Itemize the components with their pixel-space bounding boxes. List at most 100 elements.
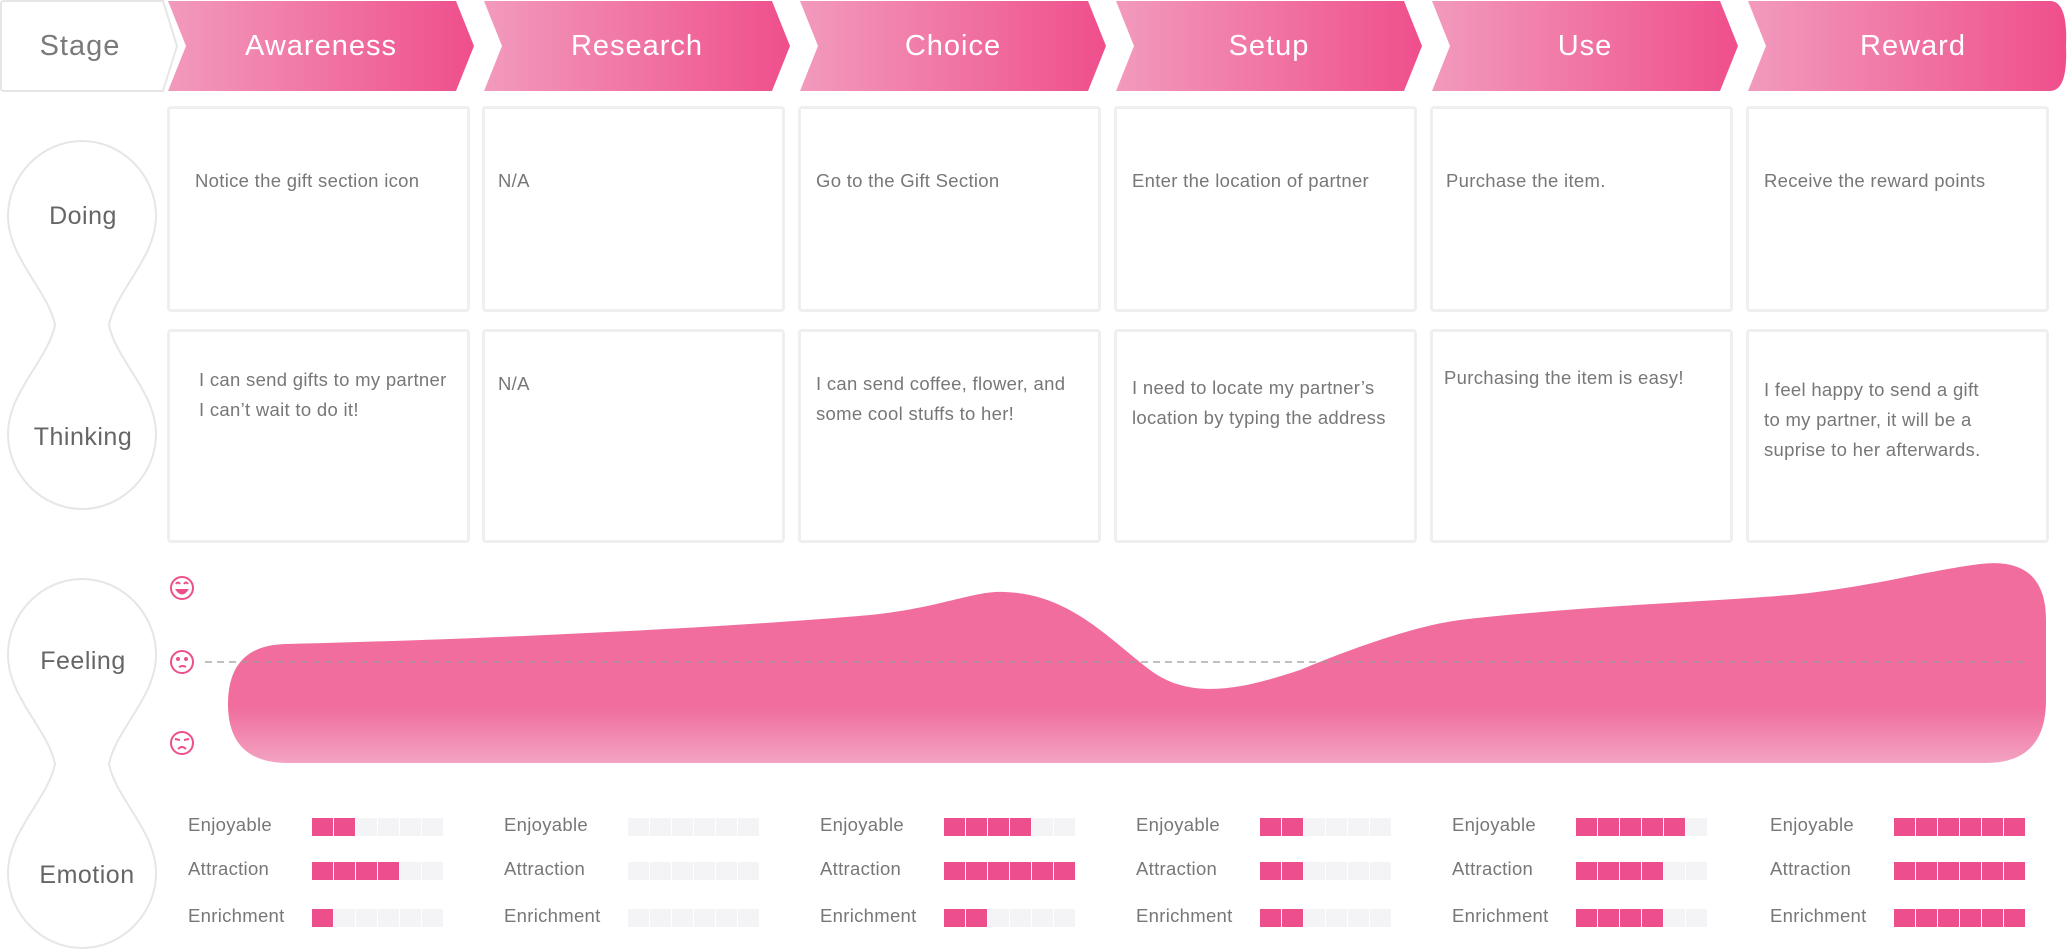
- stage-label-use: Use: [1557, 30, 1613, 62]
- meter-segment-filled: [334, 818, 355, 836]
- meter-segment-filled: [966, 909, 987, 927]
- meter-segment-empty: [694, 909, 715, 927]
- meter-segment-empty: [1686, 909, 1707, 927]
- meter-segment-filled: [944, 909, 965, 927]
- meter-segment-filled: [2004, 818, 2025, 836]
- meter-segment-filled: [1620, 818, 1641, 836]
- emotion-label-enrichment: Enrichment: [1136, 905, 1233, 926]
- emotion-meter-awareness-attraction: [312, 862, 443, 880]
- meter-segment-empty: [650, 818, 671, 836]
- emotion-meter-use-enjoyable: [1576, 818, 1707, 836]
- thinking-text-use: Purchasing the item is easy!: [1444, 367, 1684, 388]
- emotion-label-enrichment: Enrichment: [820, 905, 917, 926]
- thinking-text-setup: I need to locate my partner’s location b…: [1132, 377, 1386, 428]
- emotion-label-enrichment: Enrichment: [1452, 905, 1549, 926]
- meter-segment-filled: [312, 862, 333, 880]
- doing-card-research: [482, 106, 785, 312]
- meter-segment-filled: [944, 818, 965, 836]
- meter-segment-filled: [1642, 818, 1663, 836]
- meter-segment-empty: [628, 862, 649, 880]
- meter-segment-empty: [672, 862, 693, 880]
- meter-segment-filled: [312, 818, 333, 836]
- meter-segment-filled: [1982, 818, 2003, 836]
- stage-chevron-use: [1432, 1, 1738, 91]
- emotion-meter-awareness-enjoyable: [312, 818, 443, 836]
- meter-segment-filled: [1894, 818, 1915, 836]
- emotion-label-enrichment: Enrichment: [1770, 905, 1867, 926]
- stage-label-awareness: Awareness: [245, 30, 397, 62]
- emotion-meter-reward-enrichment: [1894, 909, 2025, 927]
- meter-segment-empty: [650, 909, 671, 927]
- emotion-meter-awareness-enrichment: [312, 909, 443, 927]
- thinking-card-choice: [798, 329, 1101, 543]
- meter-segment-empty: [400, 818, 421, 836]
- meter-segment-filled: [944, 862, 965, 880]
- meter-segment-empty: [1370, 909, 1391, 927]
- meter-segment-filled: [1260, 818, 1281, 836]
- emotion-meter-reward-attraction: [1894, 862, 2025, 880]
- meter-segment-empty: [1304, 818, 1325, 836]
- emotion-label-enjoyable: Enjoyable: [1136, 814, 1220, 835]
- meter-segment-filled: [988, 818, 1009, 836]
- stage-header: [0, 0, 2067, 92]
- stage-label-choice: Choice: [904, 30, 1002, 62]
- feeling-area: [228, 563, 2046, 763]
- meter-segment-filled: [378, 862, 399, 880]
- thinking-text-choice: I can send coffee, flower, and some cool…: [816, 373, 1066, 424]
- meter-segment-empty: [672, 909, 693, 927]
- meter-segment-empty: [738, 862, 759, 880]
- stage-chevron-reward: [1748, 1, 2067, 91]
- emotion-label-enrichment: Enrichment: [504, 905, 601, 926]
- emotion-meter-use-enrichment: [1576, 909, 1707, 927]
- meter-segment-empty: [1326, 909, 1347, 927]
- meter-segment-empty: [1010, 909, 1031, 927]
- meter-segment-filled: [1598, 909, 1619, 927]
- meter-segment-filled: [1620, 909, 1641, 927]
- meter-segment-empty: [1326, 862, 1347, 880]
- emotion-meter-research-attraction: [628, 862, 759, 880]
- doing-text-awareness: Notice the gift section icon: [195, 170, 420, 191]
- meter-segment-filled: [966, 862, 987, 880]
- meter-segment-empty: [738, 909, 759, 927]
- meter-segment-empty: [1664, 862, 1685, 880]
- meter-segment-filled: [1916, 818, 1937, 836]
- meter-segment-filled: [1282, 909, 1303, 927]
- meter-segment-filled: [1282, 818, 1303, 836]
- stage-chevron-choice: [800, 1, 1106, 91]
- meter-segment-empty: [672, 818, 693, 836]
- meter-segment-filled: [1960, 862, 1981, 880]
- meter-segment-empty: [1370, 862, 1391, 880]
- meter-segment-filled: [1664, 818, 1685, 836]
- thinking-card-research: [482, 329, 785, 543]
- emotion-meter-reward-enjoyable: [1894, 818, 2025, 836]
- meter-segment-filled: [1894, 909, 1915, 927]
- meter-segment-empty: [1326, 818, 1347, 836]
- meter-segment-filled: [1642, 862, 1663, 880]
- meter-segment-empty: [716, 862, 737, 880]
- meter-segment-empty: [1054, 909, 1075, 927]
- meter-segment-empty: [378, 909, 399, 927]
- meter-segment-empty: [1686, 862, 1707, 880]
- emotion-meter-choice-attraction: [944, 862, 1075, 880]
- meter-segment-filled: [1576, 862, 1597, 880]
- emotion-meter-setup-enrichment: [1260, 909, 1391, 927]
- meter-segment-empty: [1054, 818, 1075, 836]
- doing-text-reward: Receive the reward points: [1764, 170, 1986, 191]
- meter-segment-filled: [1032, 862, 1053, 880]
- emotion-label-enrichment: Enrichment: [188, 905, 285, 926]
- doing-text-research: N/A: [498, 170, 530, 191]
- meter-segment-empty: [422, 862, 443, 880]
- meter-segment-empty: [1348, 818, 1369, 836]
- stage-label-first: Stage: [39, 30, 121, 62]
- meter-segment-filled: [1282, 862, 1303, 880]
- stage-chevron-setup: [1116, 1, 1422, 91]
- meter-segment-filled: [1916, 862, 1937, 880]
- meter-segment-empty: [422, 909, 443, 927]
- meter-segment-filled: [2004, 862, 2025, 880]
- meter-segment-empty: [628, 909, 649, 927]
- meter-segment-empty: [1370, 818, 1391, 836]
- meter-segment-empty: [738, 818, 759, 836]
- meter-segment-filled: [1982, 862, 2003, 880]
- emotion-meter-research-enjoyable: [628, 818, 759, 836]
